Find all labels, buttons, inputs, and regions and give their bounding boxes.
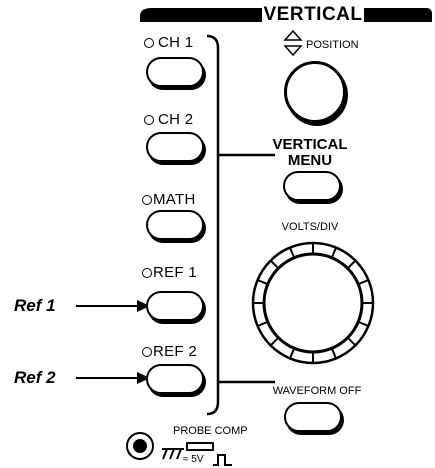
section-header-bar: [140, 8, 432, 22]
ref2-indicator-light: [142, 347, 152, 357]
ref1-callout: Ref 1: [14, 296, 56, 315]
ch2-label: CH 2: [158, 111, 194, 128]
probe-comp-voltage: ≈ 5V: [183, 454, 204, 465]
vertical-menu-label: VERTICAL MENU: [255, 137, 365, 169]
section-title: VERTICAL: [263, 4, 363, 25]
vertical-menu-label-line1: VERTICAL: [272, 136, 348, 153]
ch1-indicator-light: [144, 38, 154, 48]
probe-comp-terminal[interactable]: [186, 442, 214, 451]
position-knob[interactable]: [284, 61, 346, 123]
ch1-button[interactable]: [146, 57, 204, 87]
ch2-indicator-light: [144, 115, 154, 125]
vertical-menu-button[interactable]: [283, 171, 341, 201]
ref2-label: REF 2: [153, 343, 198, 360]
waveform-off-button[interactable]: [284, 402, 342, 432]
ref2-callout: Ref 2: [14, 368, 56, 387]
volts-div-knob[interactable]: [250, 240, 380, 370]
vertical-menu-label-line2: MENU: [287, 152, 333, 169]
ch2-button[interactable]: [146, 132, 204, 162]
ref1-label: REF 1: [153, 264, 198, 281]
ch1-label: CH 1: [158, 34, 194, 51]
ref2-button[interactable]: [146, 364, 204, 394]
math-button[interactable]: [146, 210, 204, 240]
math-label: MATH: [153, 191, 196, 208]
probe-comp-connector-core: [133, 439, 147, 453]
ref1-indicator-light: [142, 268, 152, 278]
square-wave-icon: [213, 454, 232, 466]
waveform-off-label: WAVEFORM OFF: [272, 385, 362, 397]
ref1-button[interactable]: [146, 291, 204, 321]
probe-comp-label: PROBE COMP: [173, 425, 248, 437]
math-indicator-light: [142, 195, 152, 205]
position-label: POSITION: [306, 39, 359, 51]
up-down-arrows-icon: [283, 29, 303, 57]
ground-icon: [162, 448, 184, 460]
volts-div-label: VOLTS/DIV: [281, 221, 339, 233]
